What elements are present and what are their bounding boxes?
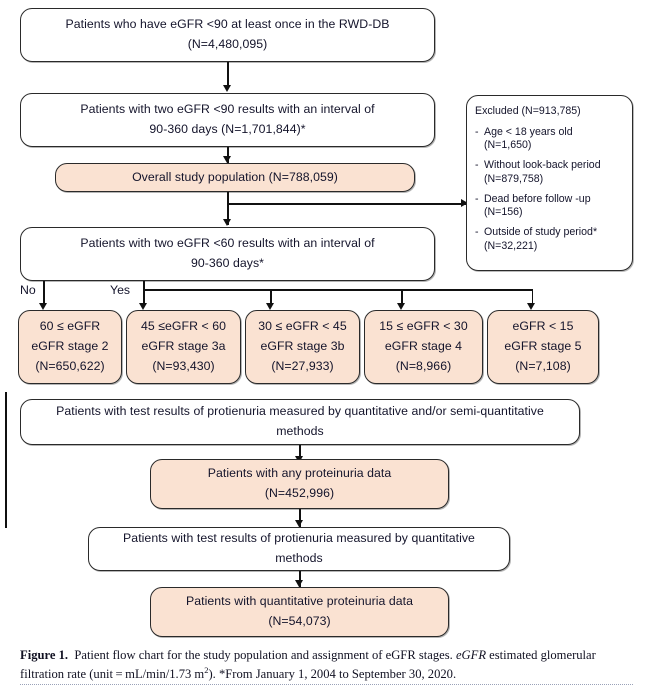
- node-source-cohort: Patients who have eGFR <90 at least once…: [20, 8, 435, 62]
- connector-anydata-to-quanttest: [299, 509, 301, 527]
- node-stage-4: 15 ≤ eGFR < 30 eGFR stage 4 (N=8,966): [364, 310, 483, 384]
- node-two-egfr-60-line1: Patients with two eGFR <60 results with …: [80, 236, 375, 251]
- stage-4-label: eGFR stage 4: [384, 339, 463, 354]
- excluded-item-count: (N=156): [484, 206, 523, 219]
- figure-caption: Figure 1. Patient flow chart for the stu…: [20, 646, 635, 684]
- stage-4-range: 15 ≤ eGFR < 30: [379, 319, 468, 334]
- excluded-item: - Dead before follow -up (N=156): [475, 193, 626, 220]
- excluded-dash-icon: -: [475, 125, 479, 138]
- branch-label-no: No: [20, 283, 36, 297]
- page-edge-rule: [5, 392, 7, 528]
- node-stage-5: eGFR < 15 eGFR stage 5 (N=7,108): [487, 310, 599, 384]
- connector-overall-to-excluded: [227, 203, 467, 205]
- node-any-proteinuria-data-line1: Patients with any proteinuria data: [207, 466, 392, 481]
- stage-5-range: eGFR < 15: [512, 319, 574, 334]
- stage-3a-label: eGFR stage 3a: [141, 339, 226, 354]
- node-two-egfr-90-line1: Patients with two eGFR <90 results with …: [80, 102, 375, 117]
- node-quant-proteinuria-test: Patients with test results of protienuri…: [88, 527, 510, 571]
- excluded-item-reason: Dead before follow -up: [484, 192, 591, 205]
- stage-4-count: (N=8,966): [395, 358, 452, 373]
- excluded-item-count: (N=879,758): [484, 172, 544, 185]
- connector-branch-yes-stem: [143, 281, 145, 306]
- stage-5-label: eGFR stage 5: [504, 339, 582, 354]
- excluded-dash-icon: -: [475, 192, 479, 205]
- node-quant-proteinuria-data-line2: (N=54,073): [268, 614, 331, 628]
- stage-2-count: (N=650,622): [35, 358, 105, 373]
- connector-branch-stage-3b: [270, 289, 272, 306]
- stage-3b-label: eGFR stage 3b: [260, 339, 345, 354]
- arrowhead-branch-stage-4: [396, 303, 405, 310]
- node-source-cohort-line2: (N=4,480,095): [187, 37, 268, 51]
- arrowhead-source-to-two90: [222, 85, 231, 92]
- arrowhead-branch-stage-3b: [265, 303, 274, 310]
- excluded-item-text: Age < 18 years old (N=1,650): [484, 126, 626, 153]
- figure-caption-italic-term: eGFR: [455, 648, 487, 662]
- node-stage-3a: 45 ≤eGFR < 60 eGFR stage 3a (N=93,430): [126, 310, 241, 384]
- arrowhead-two90-to-overall: [222, 156, 231, 163]
- excluded-item: - Age < 18 years old (N=1,650): [475, 126, 626, 153]
- connector-anytest-to-anydata: [299, 445, 301, 463]
- arrowhead-overall-to-excluded: [461, 198, 468, 207]
- arrowhead-anydata-to-quanttest: [294, 520, 303, 527]
- node-source-cohort-line1: Patients who have eGFR <90 at least once…: [65, 17, 390, 32]
- node-stage-2: 60 ≤ eGFR eGFR stage 2 (N=650,622): [18, 310, 122, 384]
- excluded-item-text: Dead before follow -up (N=156): [484, 193, 626, 220]
- figure-caption-superscript: 2: [204, 665, 209, 676]
- connector-source-to-two90: [227, 62, 229, 87]
- excluded-item-count: (N=32,221): [484, 239, 538, 252]
- excluded-item-text: Outside of study period* (N=32,221): [484, 226, 626, 253]
- figure-caption-part2: estimated glomerular filtration rate (un…: [20, 648, 596, 682]
- connector-branch-stage-5: [531, 289, 534, 306]
- node-two-egfr-60-line2: 90-360 days*: [190, 256, 265, 270]
- excluded-item-reason: Outside of study period*: [484, 226, 598, 239]
- node-any-proteinuria-test-text: Patients with test results of protienuri…: [56, 404, 544, 438]
- node-overall-population: Overall study population (N=788,059): [55, 163, 415, 192]
- stage-2-label: eGFR stage 2: [31, 339, 109, 354]
- excluded-title: Excluded (N=913,785): [475, 105, 581, 117]
- arrowhead-branch-no: [38, 303, 47, 310]
- stage-3b-count: (N=27,933): [271, 358, 334, 373]
- connector-stage-distribution-bar: [143, 289, 533, 291]
- stage-5-count: (N=7,108): [515, 358, 571, 373]
- excluded-item-count: (N=1,650): [484, 139, 532, 152]
- node-quant-proteinuria-test-text: Patients with test results of protienuri…: [123, 531, 475, 565]
- arrowhead-branch-yes: [138, 303, 147, 310]
- connector-overall-down: [227, 192, 229, 225]
- excluded-item-text: Without look-back period (N=879,758): [484, 159, 626, 186]
- excluded-dash-icon: -: [475, 226, 479, 239]
- connector-quanttest-to-quantdata: [299, 571, 301, 587]
- branch-label-yes: Yes: [110, 283, 131, 297]
- connector-two90-to-overall: [227, 147, 229, 163]
- node-two-egfr-60: Patients with two eGFR <60 results with …: [20, 227, 435, 281]
- arrowhead-quanttest-to-quantdata: [294, 580, 303, 587]
- connector-branch-no: [43, 281, 45, 306]
- excluded-item: - Without look-back period (N=879,758): [475, 159, 626, 186]
- arrowhead-branch-stage-5: [527, 303, 535, 310]
- figure-caption-label: Figure 1.: [20, 648, 69, 662]
- node-two-egfr-90-line2: 90-360 days (N=1,701,844)*: [149, 122, 306, 136]
- node-any-proteinuria-data-line2: (N=452,996): [264, 486, 335, 500]
- page-bottom-dotted-rule: [20, 684, 633, 686]
- excluded-item: - Outside of study period* (N=32,221): [475, 226, 626, 253]
- node-any-proteinuria-test: Patients with test results of protienuri…: [20, 399, 580, 445]
- node-overall-population-line1: Overall study population (N=788,059): [132, 169, 338, 184]
- excluded-item-reason: Without look-back period: [484, 159, 601, 172]
- node-quant-proteinuria-data-line1: Patients with quantitative proteinuria d…: [185, 594, 414, 609]
- arrowhead-overall-to-two60: [222, 219, 231, 226]
- figure-caption-part3: ). *From January 1, 2004 to September 30…: [208, 667, 457, 682]
- stage-3a-count: (N=93,430): [152, 358, 215, 373]
- stage-3b-range: 30 ≤ eGFR < 45: [258, 319, 347, 334]
- excluded-item-reason: Age < 18 years old: [484, 125, 573, 138]
- stage-2-range: 60 ≤ eGFR: [39, 319, 101, 334]
- connector-branch-stage-4: [401, 289, 403, 306]
- node-two-egfr-90: Patients with two eGFR <90 results with …: [20, 93, 435, 147]
- node-quant-proteinuria-data: Patients with quantitative proteinuria d…: [150, 587, 449, 637]
- excluded-dash-icon: -: [475, 159, 479, 172]
- panel-excluded: Excluded (N=913,785) - Age < 18 years ol…: [466, 95, 633, 271]
- node-any-proteinuria-data: Patients with any proteinuria data (N=45…: [150, 459, 449, 509]
- node-stage-3b: 30 ≤ eGFR < 45 eGFR stage 3b (N=27,933): [245, 310, 360, 384]
- stage-3a-range: 45 ≤eGFR < 60: [141, 319, 226, 334]
- figure-caption-part1: Patient flow chart for the study populat…: [74, 648, 456, 662]
